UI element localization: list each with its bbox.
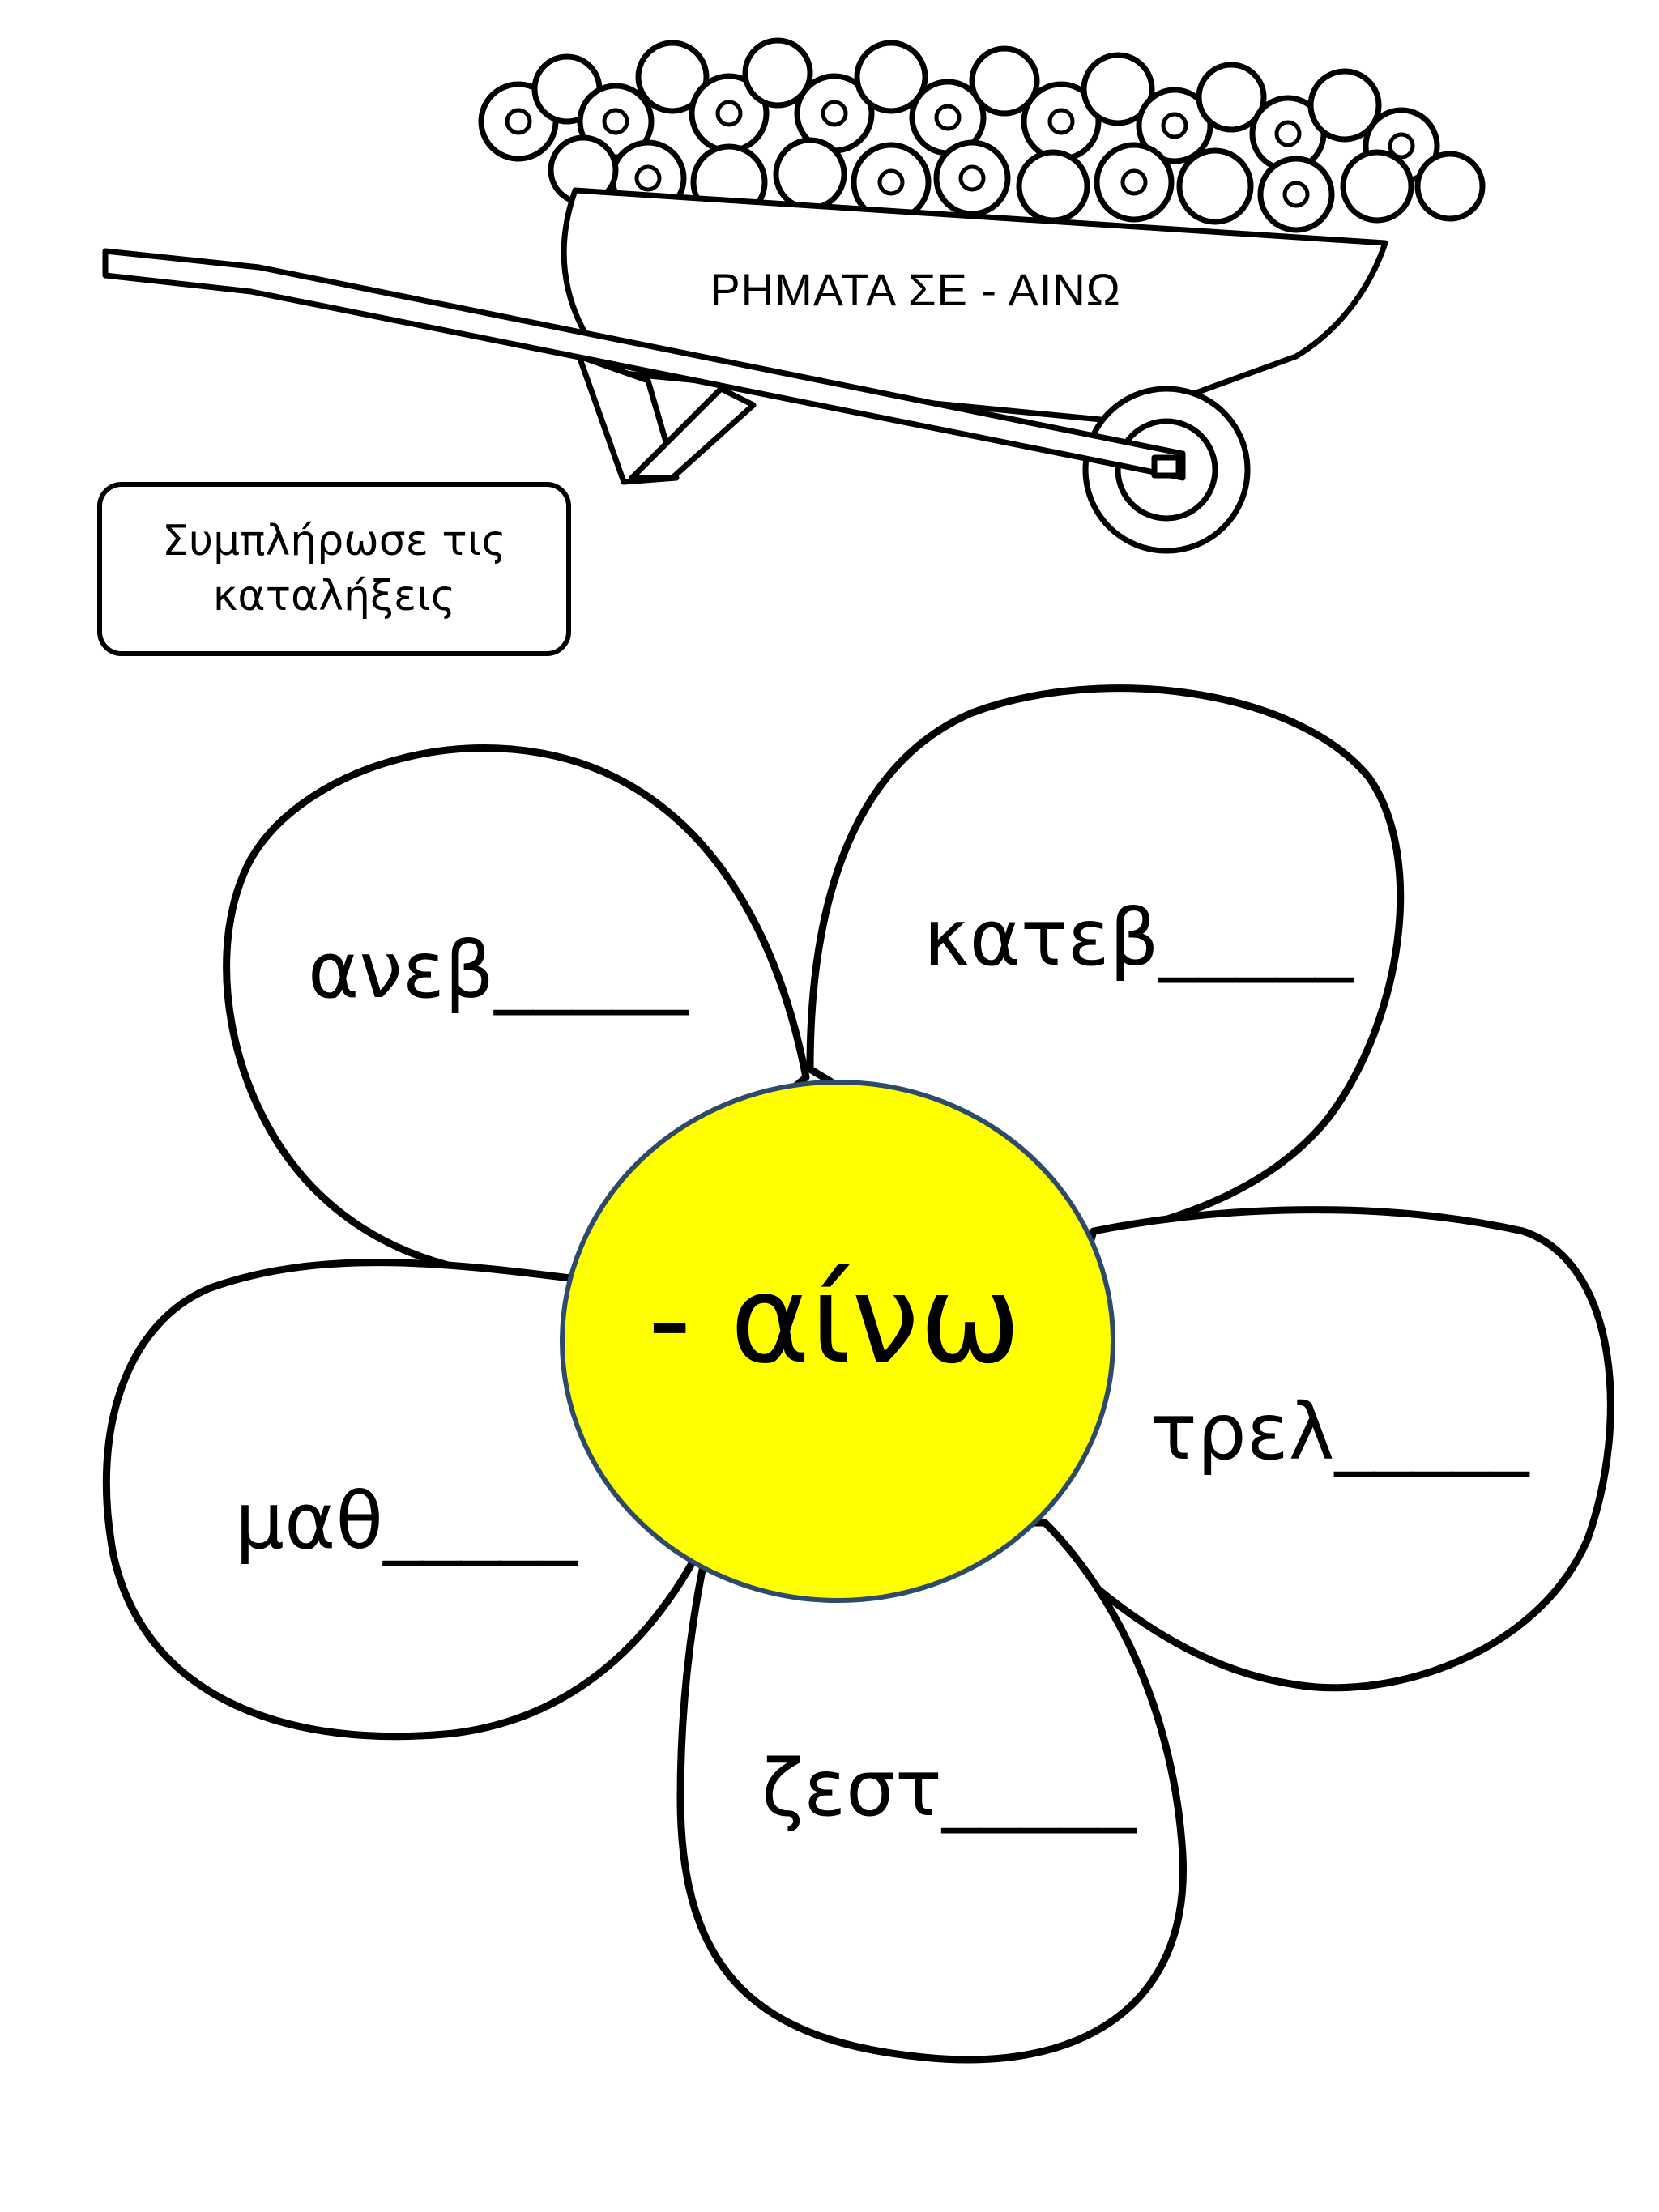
- flower-center: [560, 1080, 1115, 1603]
- petal-left: [102, 1259, 717, 1741]
- petal-word-top-left[interactable]: ανεβ_____: [308, 925, 689, 1016]
- petal-right: [1009, 1206, 1614, 1692]
- flower-center-label: - αίνω: [647, 1250, 1021, 1391]
- petal-word-left[interactable]: μαθ_____: [235, 1476, 578, 1566]
- page-title: ΡΗΜΑΤΑ ΣΕ - ΑΙΝΩ: [710, 264, 1121, 315]
- wheelbarrow-with-flowers-icon: [102, 37, 1486, 554]
- petal-top-right: [806, 684, 1405, 1243]
- petal-bottom: [676, 1519, 1187, 2064]
- flower-petals: [102, 684, 1614, 2064]
- wheelbarrow-handle: [102, 248, 1186, 481]
- petal-word-right[interactable]: τρελ_____: [1150, 1387, 1529, 1477]
- petal-word-bottom[interactable]: ζεστ_____: [761, 1743, 1137, 1834]
- petal-word-top-right[interactable]: κατεβ_____: [923, 893, 1354, 983]
- instruction-box: Συμπλήρωσε τις καταλήξεις: [97, 482, 571, 656]
- instruction-line-2: καταλήξεις: [212, 571, 456, 620]
- instruction-line-1: Συμπλήρωσε τις: [162, 516, 506, 565]
- wheelbarrow-leg: [629, 386, 757, 481]
- flower-bunch-icon: [478, 37, 1486, 233]
